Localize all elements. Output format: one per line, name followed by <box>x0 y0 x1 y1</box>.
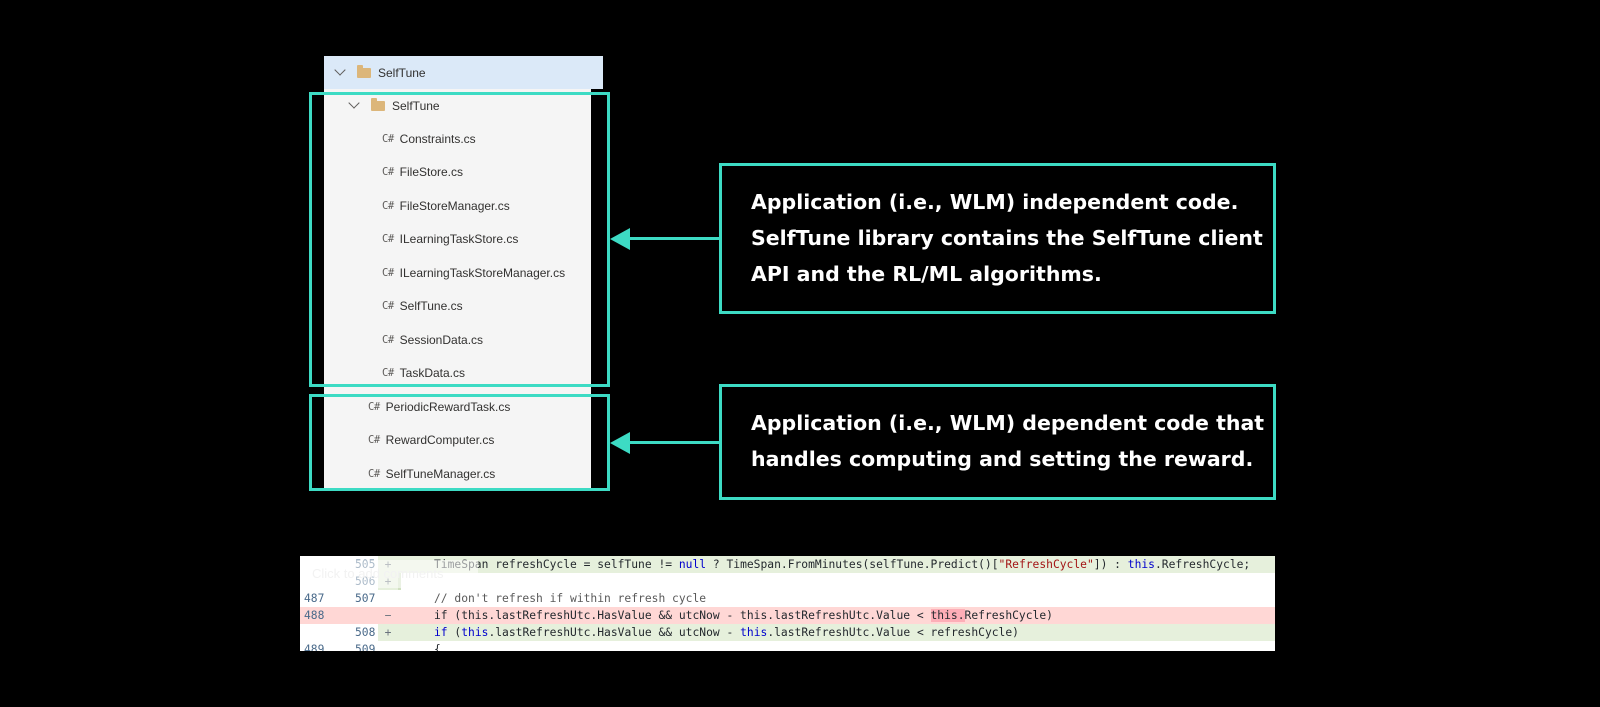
diff-row-context[interactable]: 489 509 { <box>300 641 1275 651</box>
csharp-file-icon: C# <box>382 266 394 279</box>
tree-file-item[interactable]: C# FileStoreManager.cs <box>324 189 649 222</box>
csharp-file-icon: C# <box>368 434 380 446</box>
arrow-dependent <box>628 441 720 444</box>
tree-file-item[interactable]: C# ILearningTaskStore.cs <box>324 223 649 256</box>
code-token: this <box>461 626 489 639</box>
tree-file-item[interactable]: C# Constraints.cs <box>324 122 649 155</box>
csharp-file-icon: C# <box>382 367 394 379</box>
tree-file-item[interactable]: C# FileStore.cs <box>324 156 649 189</box>
code-token: .lastRefreshUtc.HasValue && utcNow - <box>488 626 741 639</box>
code-token: ? TimeSpan.FromMinutes(selfTune.Predict(… <box>706 558 999 571</box>
diff-marker: − <box>384 609 392 622</box>
csharp-file-icon: C# <box>382 199 394 212</box>
tree-item-label: RewardComputer.cs <box>385 433 495 447</box>
code-token: ]) : <box>1093 558 1128 571</box>
code-token: ( <box>447 626 462 639</box>
diff-row-context[interactable]: 487 507 // don't refresh if within refresh… <box>300 590 1275 607</box>
csharp-file-icon: C# <box>368 400 380 413</box>
new-line-number: 507 <box>355 592 376 605</box>
tree-item-label: ILearningTaskStore.cs <box>399 232 519 246</box>
arrow-dependent-head <box>610 432 630 454</box>
code-token: this. <box>930 609 965 622</box>
diff-marker: + <box>378 624 398 641</box>
code-token: { <box>434 643 441 651</box>
tree-item-label: SelfTune <box>378 65 426 80</box>
code-token: null <box>678 558 707 571</box>
tree-item-label: PeriodicRewardTask.cs <box>385 399 511 414</box>
tree-file-item[interactable]: C# SelfTuneManager.cs <box>324 457 635 490</box>
code-token: "RefreshCycle" <box>998 558 1094 571</box>
code-token: this <box>1127 558 1155 571</box>
csharp-file-icon: C# <box>382 333 394 346</box>
tree-file-item[interactable]: C# TaskData.cs <box>324 357 649 390</box>
tree-item-label: FileStore.cs <box>399 165 464 179</box>
callout-dependent: Application (i.e., WLM) dependent code t… <box>719 384 1276 500</box>
callout-dependent-line: Application (i.e., WLM) dependent code t… <box>751 411 1265 435</box>
tree-file-item[interactable]: C# RewardComputer.cs <box>324 424 635 457</box>
tree-file-item[interactable]: C# SessionData.cs <box>324 323 649 356</box>
diff-row-removed[interactable]: 488 − if (this.lastRefreshUtc.HasValue && … <box>300 607 1275 624</box>
add-comments-button[interactable]: Click to add comments <box>300 560 478 588</box>
tree-item-label: FileStoreManager.cs <box>399 198 510 213</box>
callout-independent-line: SelfTune library contains the SelfTune c… <box>751 226 1263 250</box>
csharp-file-icon: C# <box>382 300 394 312</box>
independent-code-frame <box>309 92 610 387</box>
tree-item-label: SelfTune.cs <box>399 299 463 313</box>
dependent-code-frame <box>309 394 610 491</box>
code-line: { <box>398 641 1275 651</box>
code-token: RefreshCycle) <box>964 609 1053 622</box>
folder-icon <box>357 64 371 78</box>
code-token: .lastRefreshUtc.Value < refreshCycle) <box>767 626 1019 639</box>
tree-file-item[interactable]: C# PeriodicRewardTask.cs <box>324 390 635 423</box>
new-line-number: 509 <box>355 643 376 651</box>
code-token: // don't refresh if within refresh cycle <box>434 592 707 605</box>
code-token: this <box>740 626 768 639</box>
diff-row-added[interactable]: 505+TimeSpan refreshCycle = selfTune != … <box>300 556 1275 573</box>
diff-row-added[interactable]: 508+if (this.lastRefreshUtc.HasValue && … <box>300 624 1275 641</box>
tree-item-label: SelfTuneManager.cs <box>385 466 496 481</box>
code-token: if (this.lastRefreshUtc.HasValue && utcN… <box>434 609 931 622</box>
tree-item-label: TaskData.cs <box>399 366 466 380</box>
code-line: if (this.lastRefreshUtc.HasValue && utcN… <box>398 607 1275 624</box>
tree-item-label: Constraints.cs <box>399 131 476 146</box>
callout-dependent-line: handles computing and setting the reward… <box>751 447 1254 471</box>
code-token: .RefreshCycle; <box>1155 558 1251 571</box>
old-line-number: 488 <box>304 609 325 622</box>
tree-file-item[interactable]: C# ILearningTaskStoreManager.cs <box>324 256 649 289</box>
csharp-file-icon: C# <box>382 233 394 245</box>
new-line-number: 508 <box>355 626 376 639</box>
folder-icon <box>371 97 385 111</box>
tree-item-label: SessionData.cs <box>399 332 484 347</box>
tree-item-label: SelfTune <box>392 98 440 113</box>
old-line-number: 489 <box>304 643 325 651</box>
code-line: TimeSpan refreshCycle = selfTune != null… <box>398 556 1275 573</box>
tree-item-label: ILearningTaskStoreManager.cs <box>399 265 566 280</box>
arrow-independent <box>628 237 720 240</box>
csharp-file-icon: C# <box>382 132 394 145</box>
tree-folder-selftune[interactable]: SelfTune <box>324 89 617 122</box>
code-token: if <box>434 626 448 639</box>
tree-file-item[interactable]: C# SelfTune.cs <box>324 290 649 323</box>
callout-independent-line: API and the RL/ML algorithms. <box>751 262 1102 286</box>
tree-folder-selftune-root[interactable]: SelfTune <box>324 56 603 89</box>
chevron-down-icon[interactable] <box>334 64 346 76</box>
callout-independent-line: Application (i.e., WLM) independent code… <box>751 190 1239 214</box>
csharp-file-icon: C# <box>382 166 394 178</box>
csharp-file-icon: C# <box>368 467 380 480</box>
callout-independent: Application (i.e., WLM) independent code… <box>719 163 1276 314</box>
code-line: if (this.lastRefreshUtc.HasValue && utcN… <box>398 624 1275 641</box>
arrow-independent-head <box>610 228 630 250</box>
old-line-number: 487 <box>304 592 325 605</box>
code-line: // don't refresh if within refresh cycle <box>398 590 1275 607</box>
